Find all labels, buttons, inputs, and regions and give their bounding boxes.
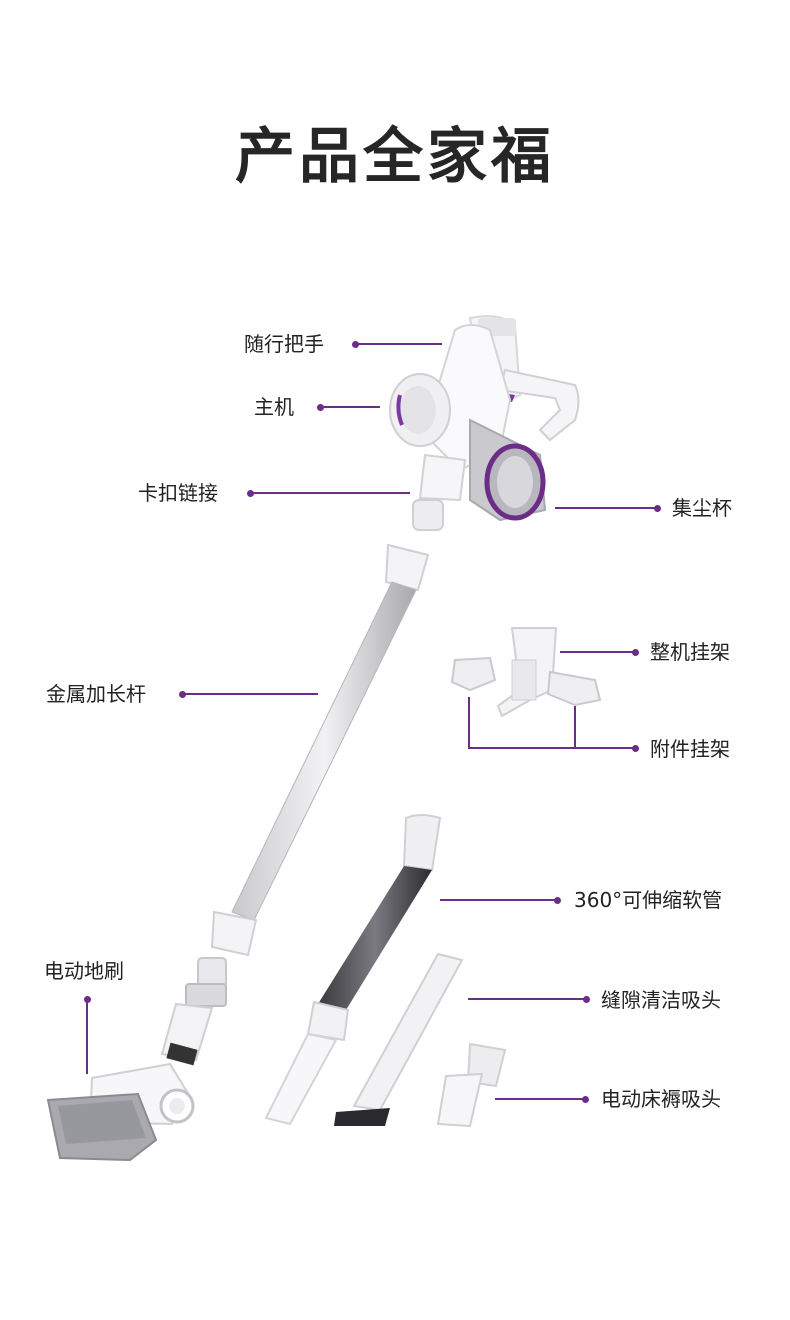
label-handle: 随行把手 [244, 332, 324, 356]
callout-line [468, 697, 470, 748]
callout-line [555, 507, 657, 509]
label-dust-cup: 集尘杯 [672, 496, 732, 520]
label-hose: 360°可伸缩软管 [574, 888, 723, 912]
callout-dot [632, 649, 639, 656]
callout-dot [632, 745, 639, 752]
callout-line [560, 651, 635, 653]
main-unit-drawing [389, 315, 580, 531]
callout-line [495, 1098, 585, 1100]
label-machine-hanger: 整机挂架 [650, 640, 730, 664]
label-main-unit: 主机 [254, 395, 294, 419]
callout-line [440, 899, 557, 901]
callout-line [320, 406, 380, 408]
label-accessory-hanger: 附件挂架 [650, 737, 730, 761]
callout-line [86, 998, 88, 1074]
callout-dot [582, 1096, 589, 1103]
callout-dot [654, 505, 661, 512]
label-mattress-tool: 电动床褥吸头 [601, 1087, 721, 1111]
hose-drawing [264, 814, 442, 1126]
callout-line [355, 343, 442, 345]
hangers-drawing [450, 627, 602, 718]
callout-line [250, 492, 410, 494]
label-electric-brush: 电动地刷 [44, 959, 124, 983]
mattress-tool-drawing [436, 1042, 507, 1128]
callout-line [182, 693, 318, 695]
label-metal-rod: 金属加长杆 [46, 682, 146, 706]
callout-line [468, 747, 635, 749]
electric-brush-drawing [46, 957, 227, 1162]
label-crevice-tool: 缝隙清洁吸头 [601, 988, 721, 1012]
callout-line [468, 998, 586, 1000]
callout-line [574, 706, 576, 748]
callout-dot [583, 996, 590, 1003]
callout-dot [554, 897, 561, 904]
crevice-tool-drawing [334, 952, 464, 1126]
metal-rod-drawing [210, 543, 430, 957]
page-title: 产品全家福 [235, 122, 555, 192]
label-clip-connector: 卡扣链接 [138, 481, 218, 505]
